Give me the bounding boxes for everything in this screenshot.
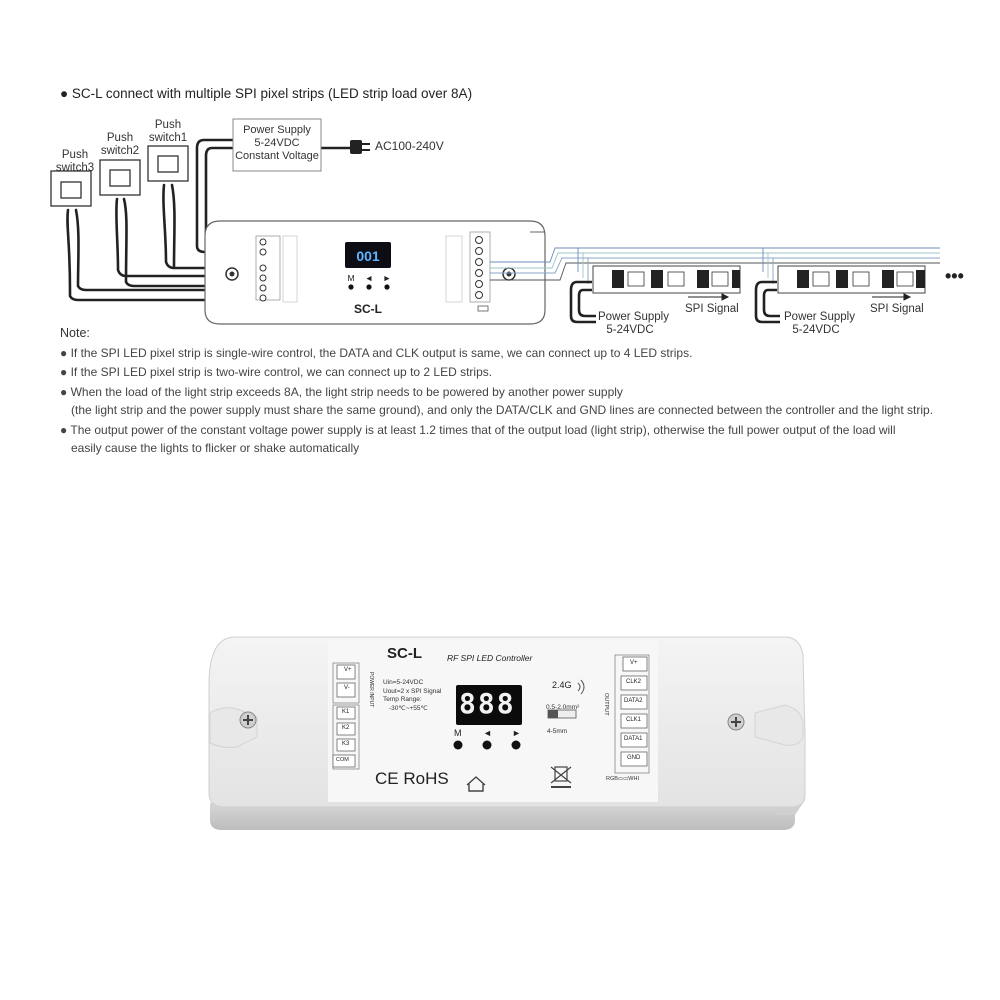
terminal-data2: DATA2 [624,698,643,704]
note-item-3: ● When the load of the light strip excee… [60,385,623,399]
note-item-3-cont: (the light strip and the power supply mu… [71,403,934,417]
push-switch-2-line1: Push [106,132,134,144]
push-switch-1-line2: switch1 [148,132,188,144]
push-switch-2 [99,159,141,196]
certification-marks: CE RoHS [375,769,449,788]
strip-ps2-line1: Power Supply [784,311,855,323]
terminal-k1: K1 [342,709,350,715]
terminal-data1: DATA1 [624,736,643,742]
rgb-mode-label: RGB▭▭WHI [606,776,640,782]
strip-power-supply-1-label: Power Supply 5-24VDC [598,311,669,337]
strip-power-supply-2-label: Power Supply 5-24VDC [784,311,855,337]
push-switch-1-line1: Push [154,119,182,131]
strip-ps1-line1: Power Supply [598,311,669,323]
power-supply-label: Power Supply 5-24VDC Constant Voltage [233,124,321,163]
push-switch-2-line2: switch2 [100,145,140,157]
push-switch-3-line1: Push [61,149,89,161]
product-specs: Uin=5-24VDC Uout=2 x SPI Signal Temp Ran… [383,679,441,713]
plug-icon [350,140,370,154]
continuation-dots: ••• [945,266,964,286]
terminal-gnd: GND [627,755,641,761]
strip-ps2-line2: 5-24VDC [792,324,840,336]
controller-button-left: ◄ [365,273,373,283]
product-subtitle: RF SPI LED Controller [447,653,533,663]
spec-uout: Uout=2 x SPI Signal [383,687,442,695]
product-button-right: ► [512,728,521,738]
product-button-left: ◄ [483,728,492,738]
led-strip-1 [592,265,741,294]
spi-arrows [688,293,912,301]
strip-power-wires [569,280,780,324]
terminal-clk1: CLK1 [626,717,642,723]
controller-outline [204,220,546,325]
note-item-4-cont: easily cause the lights to flicker or sh… [71,441,360,455]
output-label: OUTPUT [603,693,609,716]
push-switch-2-label: Push switch2 [99,132,141,158]
section-heading: ● SC-L connect with multiple SPI pixel s… [60,86,473,101]
power-supply-box [232,118,322,172]
led-strip-2 [777,265,926,294]
terminal-k3: K3 [342,741,350,747]
signal-lines [490,247,940,284]
spec-uin: Uin=5-24VDC [383,679,424,686]
terminal-clk2: CLK2 [626,679,642,685]
spi-signal-2-label: SPI Signal [870,303,924,315]
controller-display-text: 001 [356,248,380,264]
controller-button-m: M [347,273,354,283]
power-supply-line1: Power Supply [243,124,311,136]
push-switch-3-line2: switch3 [55,162,95,174]
spec-temp-label: Temp Range: [383,696,422,703]
controller-model-label: SC-L [354,302,382,316]
terminal-com: COM [336,757,349,763]
product-rf-label: 2.4G [552,680,572,690]
push-switch-3-label: Push switch3 [55,149,95,175]
ac-input-label: AC100-240V [375,139,444,153]
product-model: SC-L [387,645,422,662]
power-supply-line3: Constant Voltage [235,150,319,162]
product-wire-size: 0.5-2.0mm² [546,704,580,711]
spi-signal-1-label: SPI Signal [685,303,739,315]
note-item-4: ● The output power of the constant volta… [60,423,896,437]
product-display: 888 [459,687,516,720]
wiring-diagram: 001 M ◄ ► SC-L ••• [50,118,964,325]
push-switch-1-label: Push switch1 [146,119,190,145]
product-strip-length: 4-5mm [547,728,568,735]
terminal-k2: K2 [342,725,350,731]
push-switch-1 [147,145,189,182]
power-input-label: POWER INPUT [368,672,374,708]
product-photo [208,636,806,830]
terminal-v-minus-left: V- [344,685,350,691]
push-switch-3 [50,170,92,207]
note-item-1: ● If the SPI LED pixel strip is single-w… [60,346,693,360]
strip-ps1-line2: 5-24VDC [606,324,654,336]
switch-wires [66,138,352,302]
controller-button-right: ► [383,273,391,283]
power-supply-line2: 5-24VDC [254,137,300,149]
spec-temp-range: -30℃~+55℃ [389,704,428,712]
terminal-v-plus-left: V+ [344,667,352,673]
product-button-m: M [454,728,462,738]
note-item-2: ● If the SPI LED pixel strip is two-wire… [60,365,493,379]
note-title: Note: [60,326,90,340]
terminal-v-plus-right: V+ [630,660,638,666]
